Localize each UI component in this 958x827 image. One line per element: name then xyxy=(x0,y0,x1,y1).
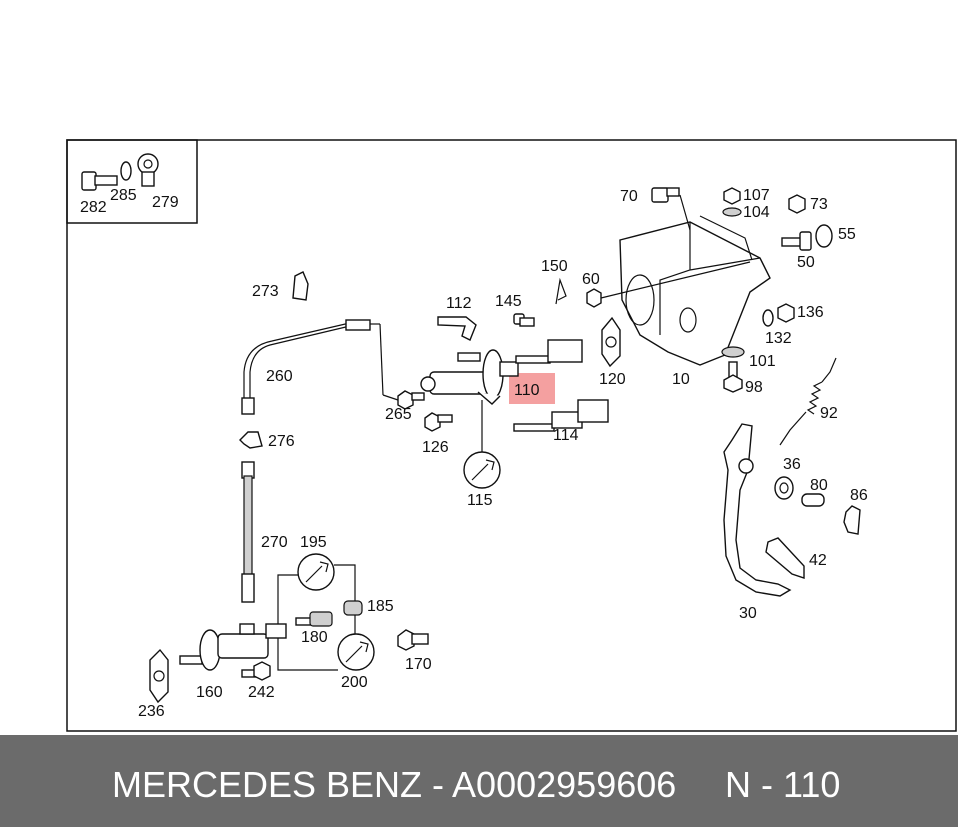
label-132: 132 xyxy=(765,330,792,347)
label-276: 276 xyxy=(268,433,295,450)
label-30: 30 xyxy=(739,605,757,622)
washer-132-icon xyxy=(762,309,774,327)
parts-diagram: 282 285 279 70 107 104 73 55 50 150 60 2… xyxy=(66,139,957,732)
label-86: 86 xyxy=(850,487,868,504)
label-260: 260 xyxy=(266,368,293,385)
label-112: 112 xyxy=(446,295,472,312)
label-70: 70 xyxy=(620,188,638,205)
label-55: 55 xyxy=(838,226,856,243)
label-50: 50 xyxy=(797,254,815,271)
label-265: 265 xyxy=(385,406,412,423)
label-242: 242 xyxy=(248,684,275,701)
nut-60-icon xyxy=(586,288,602,308)
footer-reference: N - 110 xyxy=(725,764,841,805)
label-136: 136 xyxy=(797,304,824,321)
nut-107-icon xyxy=(723,187,741,205)
master-cylinder-110-icon xyxy=(420,339,583,405)
bolt-126-icon xyxy=(424,412,453,432)
pushrod-114-icon xyxy=(513,399,609,432)
clip-273-icon xyxy=(292,271,309,301)
label-120: 120 xyxy=(599,371,626,388)
washer-101-icon xyxy=(721,346,745,358)
clip-150-icon xyxy=(555,277,567,305)
gasket-120-icon xyxy=(601,316,621,368)
label-200: 200 xyxy=(341,674,368,691)
nut-73-icon xyxy=(788,194,806,214)
label-73: 73 xyxy=(810,196,828,213)
label-160: 160 xyxy=(196,684,223,701)
label-104: 104 xyxy=(743,204,770,221)
label-10: 10 xyxy=(672,371,690,388)
footer-bar: MERCEDES BENZ - A0002959606 N - 110 xyxy=(0,735,958,827)
label-195: 195 xyxy=(300,534,327,551)
nut-136-icon xyxy=(777,303,795,323)
label-98: 98 xyxy=(745,379,763,396)
label-101: 101 xyxy=(749,353,776,370)
bushing-36-icon xyxy=(774,476,794,500)
bolt-170-icon xyxy=(397,629,429,651)
label-282: 282 xyxy=(80,199,107,216)
flex-hose-270-icon xyxy=(241,461,255,603)
label-60: 60 xyxy=(582,271,600,288)
label-92: 92 xyxy=(820,405,838,422)
spring-92-icon xyxy=(779,357,837,446)
label-80: 80 xyxy=(810,477,828,494)
label-185: 185 xyxy=(367,598,394,615)
pedal-30-icon xyxy=(723,423,805,597)
fitting-112-icon xyxy=(437,316,477,341)
bolt-98-icon xyxy=(723,361,743,393)
bolt-282-icon xyxy=(81,171,118,191)
clip-86-icon xyxy=(843,505,861,535)
bleeder-180-icon xyxy=(295,611,333,627)
label-110: 110 xyxy=(514,382,540,399)
label-270: 270 xyxy=(261,534,288,551)
clip-276-icon xyxy=(239,431,263,449)
label-236: 236 xyxy=(138,703,165,720)
pin-80-icon xyxy=(801,493,825,507)
wrench-200-icon xyxy=(337,633,375,671)
banjo-279-icon xyxy=(137,153,159,187)
label-114: 114 xyxy=(553,427,579,444)
plate-236-icon xyxy=(149,648,169,704)
label-126: 126 xyxy=(422,439,449,456)
washer-55-icon xyxy=(815,224,833,248)
label-285: 285 xyxy=(110,187,137,204)
label-170: 170 xyxy=(405,656,432,673)
label-145: 145 xyxy=(495,293,522,310)
washer-104-icon xyxy=(722,207,742,217)
cap-185-icon xyxy=(343,600,363,616)
bolt-265-icon xyxy=(397,390,425,410)
label-107: 107 xyxy=(743,187,770,204)
bolt-242-icon xyxy=(241,661,271,681)
label-36: 36 xyxy=(783,456,801,473)
bolt-50-icon xyxy=(781,231,812,251)
wrench-115-icon xyxy=(463,451,501,489)
pedal-bracket-10-icon xyxy=(619,215,771,366)
slave-cylinder-160-icon xyxy=(179,623,287,671)
highlight-110 xyxy=(509,373,555,404)
footer-part-number: MERCEDES BENZ - A0002959606 xyxy=(112,764,677,805)
washer-285-icon xyxy=(120,161,132,181)
brake-line-260-icon xyxy=(241,319,371,415)
label-150: 150 xyxy=(541,258,568,275)
label-279: 279 xyxy=(152,194,179,211)
label-115: 115 xyxy=(467,492,493,509)
inset-frame xyxy=(66,139,198,224)
label-273: 273 xyxy=(252,283,279,300)
diagram-frame xyxy=(66,139,957,732)
bolt-145-icon xyxy=(513,313,535,327)
bolt-70-icon xyxy=(651,187,680,203)
label-42: 42 xyxy=(809,552,827,569)
wrench-195-icon xyxy=(297,553,335,591)
label-180: 180 xyxy=(301,629,328,646)
